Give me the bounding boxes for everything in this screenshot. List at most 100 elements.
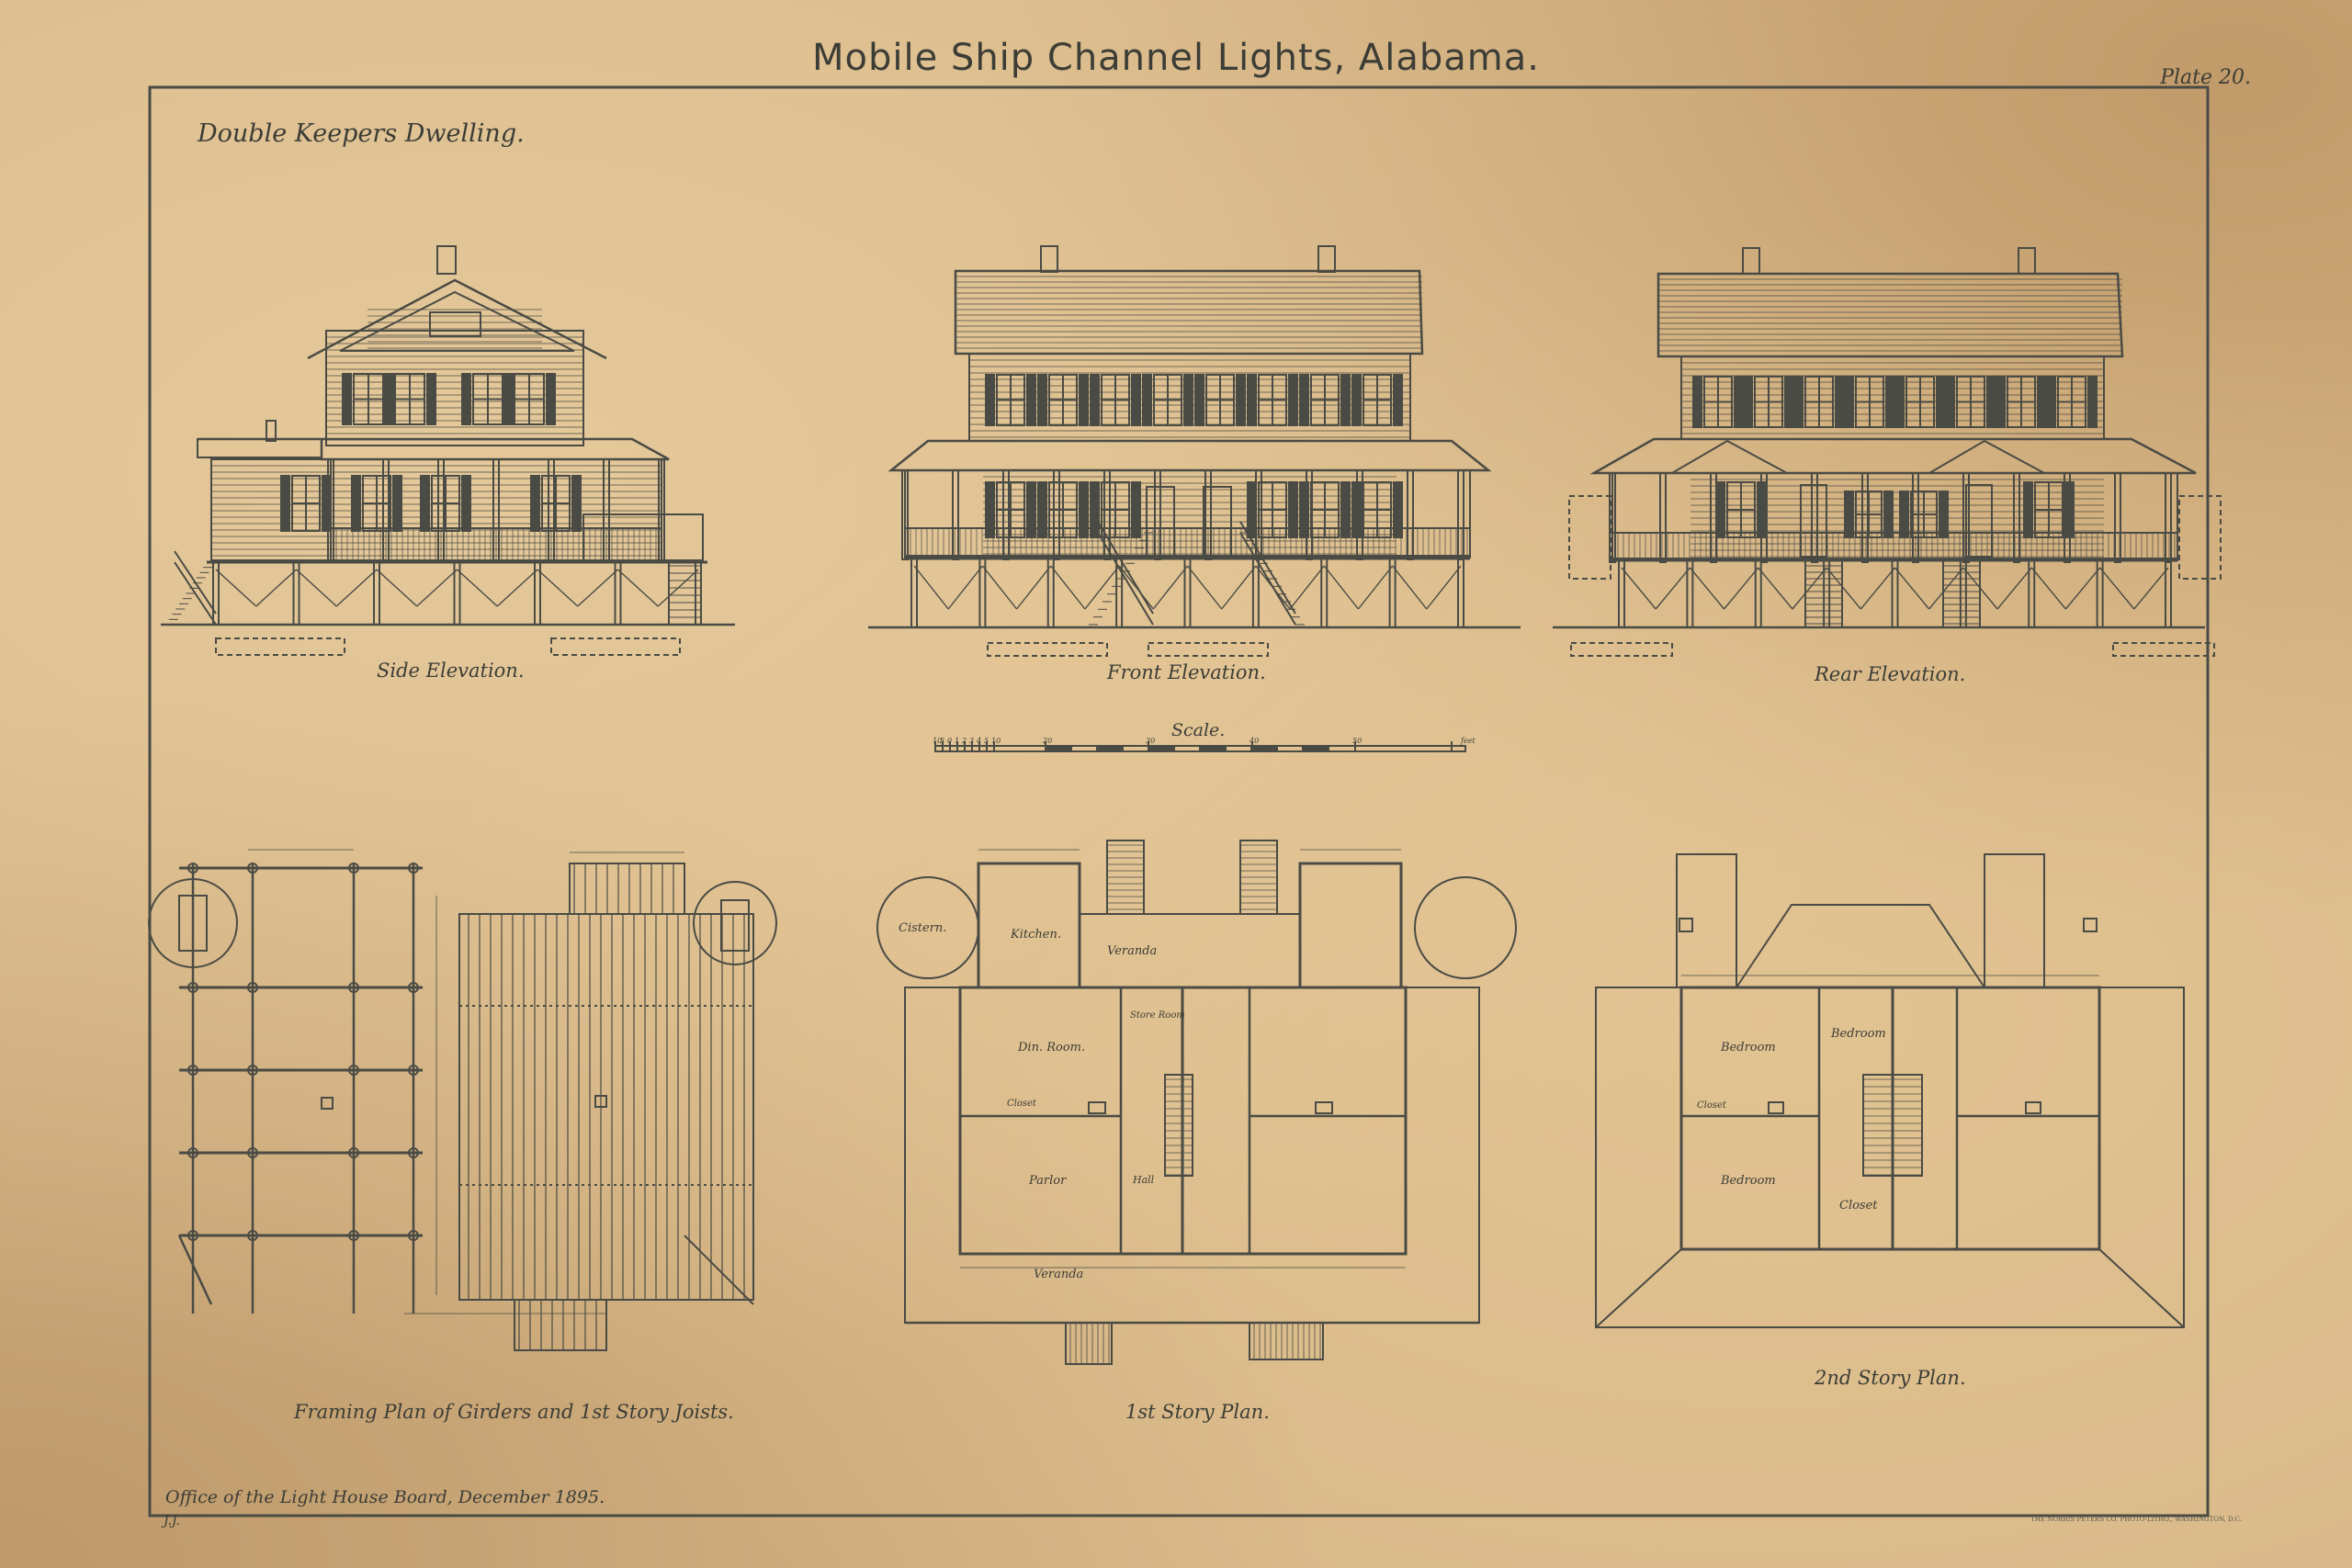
front-substructure-brace (1186, 565, 1223, 610)
drawing-art (148, 245, 2222, 1365)
rear-upper-shutter-left (1894, 376, 1905, 428)
front-porch-post (1457, 469, 1464, 560)
front-chimney-right (1317, 245, 1336, 273)
second-roof-hip-right (2098, 1248, 2185, 1328)
scale-label: 2 (962, 737, 967, 745)
scale-label: 10 (991, 737, 1001, 745)
scale-segment-fill (1250, 745, 1278, 752)
draftsman-initials: J.J. (164, 1514, 180, 1529)
rear-upper-shutter-left (1996, 376, 2006, 428)
printer-credit: THE NORRIS PETERS CO. PHOTO-LITHO., WASH… (2030, 1516, 2242, 1523)
first-interior-stairs (1164, 1074, 1193, 1177)
front-upper-shutter-left (1351, 374, 1362, 426)
rear-substructure-pile (2028, 559, 2036, 628)
front-upper-shutter-left (1037, 374, 1047, 426)
joist-field-bottom-bay (514, 1299, 607, 1351)
front-substructure-brace (1050, 565, 1086, 610)
side-lower-b-shutter-left (420, 475, 430, 532)
front-lower-shutter-left (1037, 481, 1047, 538)
scale-bar (934, 741, 1466, 752)
room-label-bedroom-c: Bedroom (1721, 1174, 1776, 1188)
rear-upper-shutter-right (1835, 376, 1845, 428)
scale-label: 5 (940, 737, 945, 745)
scale-label: 0 (947, 737, 953, 745)
rear-substructure-pile (2096, 559, 2104, 628)
pile-marker (187, 1230, 198, 1241)
second-stairwell (1862, 1074, 1923, 1177)
front-upper-shutter-left (985, 374, 995, 426)
scale-label: 3 (969, 737, 975, 745)
side-left-stairs-stringer (174, 561, 217, 626)
sheet-title: Mobile Ship Channel Lights, Alabama. (812, 37, 1540, 79)
scale-label: 4 (977, 737, 982, 745)
scale-segment-fill (1148, 745, 1175, 752)
rear-porch-post (1609, 472, 1616, 563)
front-porch-roof (888, 439, 1492, 472)
front-lower-shutter-right (1393, 481, 1403, 538)
front-lower-shutter-right (1026, 481, 1036, 538)
rear-chimney-right (2018, 247, 2036, 275)
side-substructure-pile (373, 561, 380, 626)
side-substructure-brace (255, 569, 297, 607)
rear-substructure-brace (1689, 567, 1725, 610)
side-substructure-brace (296, 569, 337, 607)
scale-label: 5 (984, 737, 989, 745)
front-upper-shutter-left (1142, 374, 1152, 426)
rear-porch-post (1659, 472, 1667, 563)
pile-marker (247, 1230, 258, 1241)
side-foundation-b (550, 637, 681, 656)
front-stairs-right-handrail (1239, 521, 1296, 615)
caption-side-elevation: Side Elevation. (377, 660, 525, 682)
side-gable-face (339, 290, 575, 352)
pile-marker (348, 1065, 359, 1076)
room-label-veranda-bottom: Veranda (1034, 1268, 1084, 1281)
front-porch-post (952, 469, 959, 560)
side-substructure-brace (335, 569, 378, 607)
rear-lower-a-shutter-left (1715, 481, 1725, 538)
side-substructure-pile (534, 561, 541, 626)
side-elevation (161, 245, 735, 656)
scale-label: 10 (933, 737, 943, 745)
side-kitchen-wall (210, 458, 332, 561)
front-upper-shutter-right (1183, 374, 1193, 426)
scale-segment-fill (1096, 745, 1124, 752)
side-left-stairs-handrail (174, 550, 217, 615)
second-roof-ridge (1736, 904, 1985, 988)
side-substructure-brace (537, 569, 579, 607)
framing-diagonal-brace (177, 1235, 213, 1305)
front-substructure-pile (1457, 558, 1464, 628)
side-upper-shutter-left (461, 373, 471, 425)
cistern-right (1414, 876, 1517, 979)
side-substructure-pile (453, 561, 461, 626)
caption-rear-elevation: Rear Elevation. (1815, 663, 1966, 685)
front-substructure-brace (1392, 565, 1428, 610)
rear-upper-shutter-right (2037, 376, 2047, 428)
first-front-stairs-left (1065, 1322, 1113, 1365)
front-substructure-pile (1046, 558, 1055, 628)
side-lower-a-shutter-right (392, 475, 402, 532)
second-chimney-wing-right (1984, 853, 2045, 988)
side-substructure-pile (292, 561, 300, 626)
front-substructure-brace (1426, 565, 1462, 610)
side-substructure-brace (457, 569, 498, 607)
front-lower-shutter-right (1288, 481, 1298, 538)
front-upper-shutter-left (1247, 374, 1257, 426)
second-roof-hip-left (1595, 1248, 1682, 1328)
front-upper-shutter-right (1288, 374, 1298, 426)
rear-substructure-brace (1928, 567, 1964, 610)
front-stairs-left-stringer (1097, 532, 1154, 626)
side-upper-wall (325, 330, 584, 446)
room-label-veranda-top: Veranda (1107, 944, 1158, 958)
first-kitchen-left (977, 862, 1081, 989)
rear-porch-post (1710, 472, 1717, 563)
joist-diagonal (684, 1235, 754, 1305)
front-upper-shutter-left (1299, 374, 1309, 426)
front-substructure-pile (1320, 558, 1329, 628)
rear-porch-post (2114, 472, 2121, 563)
front-lower-shutter-left (985, 481, 995, 538)
front-lower-shutter-right (1340, 481, 1351, 538)
side-gable-vent (429, 311, 481, 337)
pile-marker (408, 1147, 419, 1158)
front-upper-shutter-right (1236, 374, 1246, 426)
